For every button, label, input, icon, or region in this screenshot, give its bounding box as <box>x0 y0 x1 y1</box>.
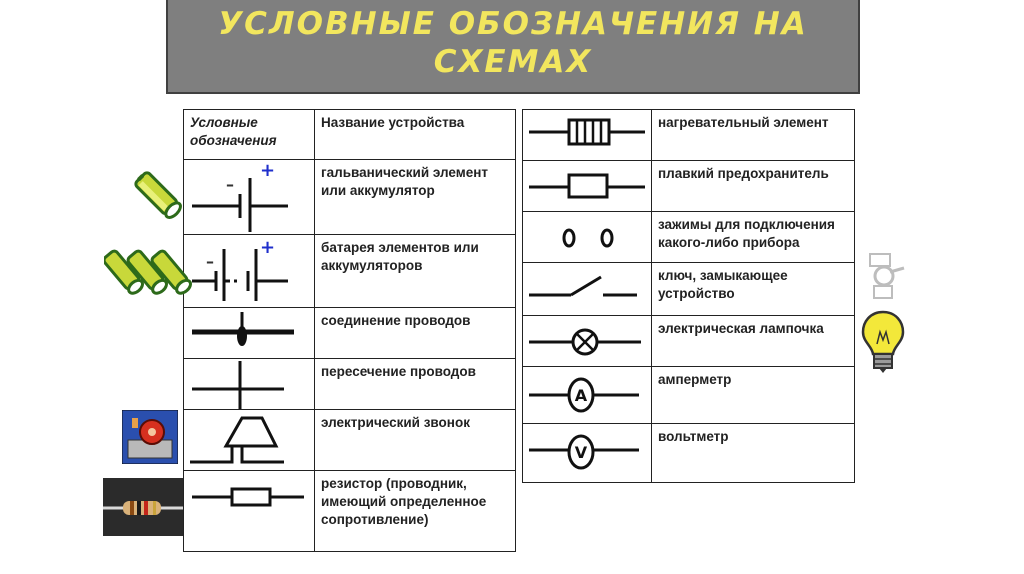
lightbulb-icon <box>861 310 905 373</box>
row-name-lamp: электрическая лампочка <box>651 315 855 367</box>
heating-element-symbol <box>522 109 652 161</box>
header-symbols: Условные обозначения <box>183 109 315 160</box>
title-line-1: УСЛОВНЫЕ ОБОЗНАЧЕНИЯ НА <box>218 6 808 42</box>
battery-symbol: + – <box>183 234 315 308</box>
row-name-switch: ключ, замыкающее устройство <box>651 262 855 316</box>
row-name-heating: нагревательный элемент <box>651 109 855 161</box>
table-row: резистор (проводник, имеющий определенно… <box>183 470 516 552</box>
symbols-table-left: Условные обозначения Название устройства… <box>183 109 516 552</box>
table-row: электрический звонок <box>183 409 516 471</box>
galvanic-cell-symbol: + – <box>183 159 315 235</box>
table-row: + – гальванический элемент или аккумулят… <box>183 159 516 235</box>
row-name-voltmeter: вольтметр <box>651 423 855 483</box>
table-row: ключ, замыкающее устройство <box>522 262 855 316</box>
header-device-name: Название устройства <box>314 109 516 160</box>
wire-junction-symbol <box>183 307 315 359</box>
switch-icon <box>869 253 905 299</box>
symbols-table-right: нагревательный элемент плавкий предохран… <box>522 109 855 483</box>
electric-bell-symbol <box>183 409 315 471</box>
row-name-resistor: резистор (проводник, имеющий определенно… <box>314 470 516 552</box>
row-name-junction: соединение проводов <box>314 307 516 359</box>
table-row: электрическая лампочка <box>522 315 855 367</box>
row-name-crossing: пересечение проводов <box>314 358 516 410</box>
resistor-symbol <box>183 470 315 552</box>
battery-icon <box>134 171 182 219</box>
ammeter-symbol: A <box>522 366 652 424</box>
table-header-row: Условные обозначения Название устройства <box>183 109 516 160</box>
terminals-symbol <box>522 211 652 263</box>
bell-icon <box>122 410 178 464</box>
row-name-battery: батарея элементов или аккумуляторов <box>314 234 516 308</box>
batteries-icon <box>104 249 192 295</box>
lamp-symbol <box>522 315 652 367</box>
minus-glyph: – <box>226 175 234 194</box>
ammeter-letter: A <box>575 386 588 405</box>
voltmeter-symbol: V <box>522 423 652 483</box>
voltmeter-letter: V <box>575 443 588 462</box>
minus-glyph: – <box>206 252 214 271</box>
plus-glyph: + <box>260 237 275 258</box>
row-name-terminals: зажимы для подключения какого-либо прибо… <box>651 211 855 263</box>
table-row: + – батарея элементов или аккумуляторов <box>183 234 516 308</box>
table-row: A амперметр <box>522 366 855 424</box>
row-name-galvanic: гальванический элемент или аккумулятор <box>314 159 516 235</box>
row-name-bell: электрический звонок <box>314 409 516 471</box>
table-row: V вольтметр <box>522 423 855 483</box>
table-row: пересечение проводов <box>183 358 516 410</box>
resistor-photo-icon <box>103 478 183 536</box>
switch-symbol <box>522 262 652 316</box>
plus-glyph: + <box>260 160 275 181</box>
title-line-2: СХЕМАХ <box>433 44 593 80</box>
table-row: соединение проводов <box>183 307 516 359</box>
table-row: зажимы для подключения какого-либо прибо… <box>522 211 855 263</box>
row-name-fuse: плавкий предохранитель <box>651 160 855 212</box>
wire-crossing-symbol <box>183 358 315 410</box>
fuse-symbol <box>522 160 652 212</box>
title-banner: УСЛОВНЫЕ ОБОЗНАЧЕНИЯ НА СХЕМАХ <box>166 0 860 94</box>
table-row: нагревательный элемент <box>522 109 855 161</box>
row-name-ammeter: амперметр <box>651 366 855 424</box>
table-row: плавкий предохранитель <box>522 160 855 212</box>
